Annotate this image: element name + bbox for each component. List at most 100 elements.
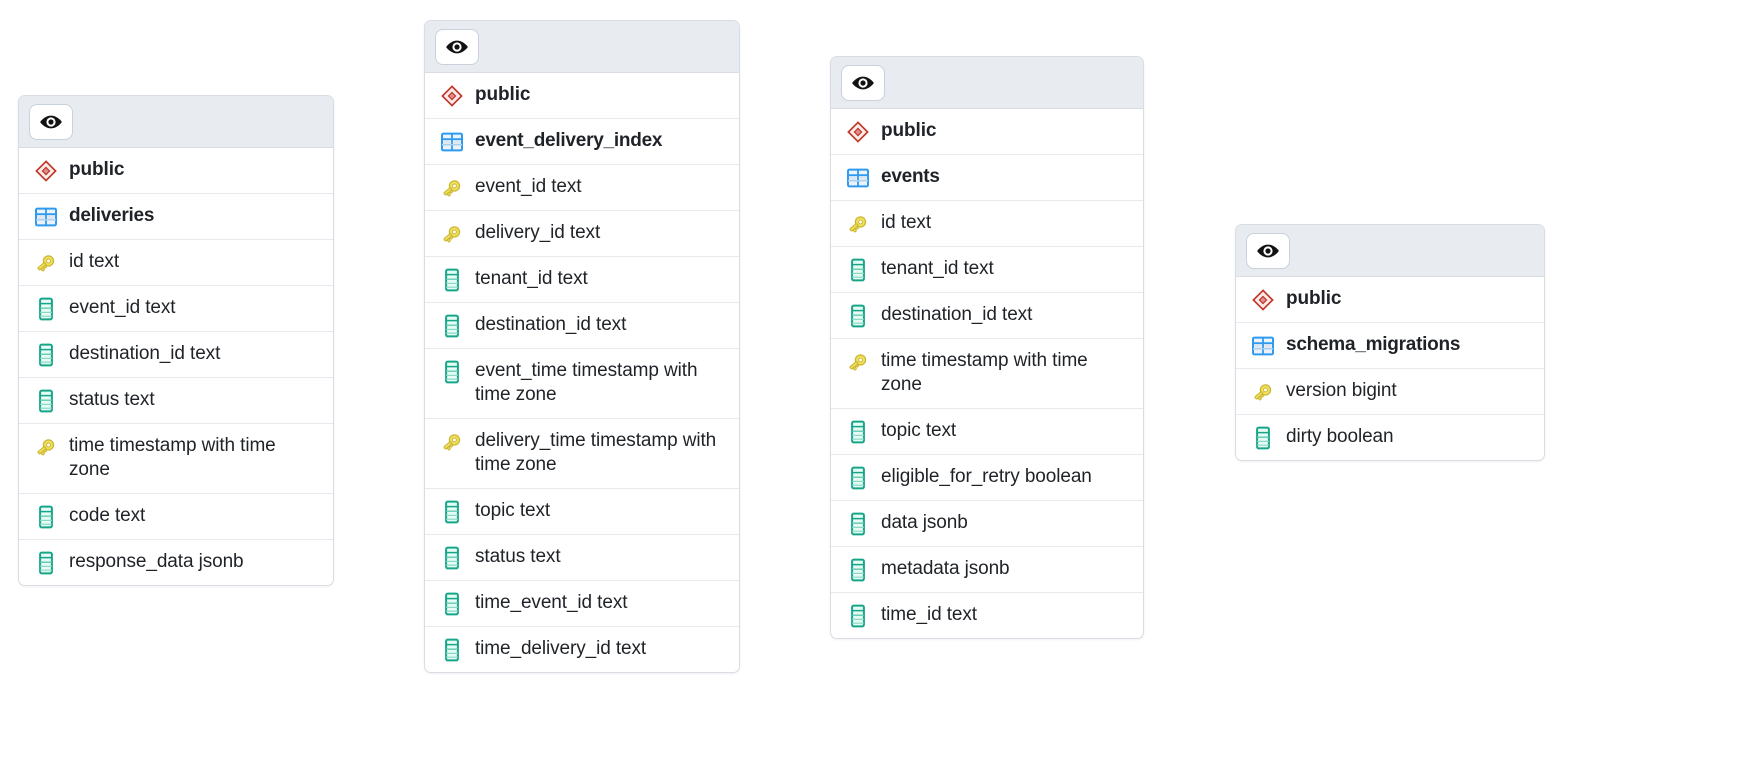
column-name-label: response_data jsonb	[69, 551, 244, 572]
visibility-toggle-button[interactable]	[1246, 232, 1290, 269]
column-row[interactable]: time_event_id text	[425, 581, 739, 627]
column-name-label: version bigint	[1286, 380, 1397, 401]
column-row[interactable]: time_delivery_id text	[425, 627, 739, 672]
column-row[interactable]: event_id text	[19, 286, 333, 332]
column-name-label: eligible_for_retry boolean	[881, 466, 1092, 487]
primary-key-column-row[interactable]: id text	[19, 240, 333, 286]
column-icon	[847, 512, 869, 536]
schema-name-label: public	[69, 159, 125, 180]
column-row[interactable]: eligible_for_retry boolean	[831, 455, 1143, 501]
column-row[interactable]: status text	[19, 378, 333, 424]
table-grid-icon	[441, 130, 463, 154]
visibility-toggle-button[interactable]	[29, 103, 73, 140]
table-grid-icon	[35, 205, 57, 229]
column-icon	[847, 420, 869, 444]
primary-key-column-row[interactable]: delivery_id text	[425, 211, 739, 257]
column-icon	[441, 500, 463, 524]
table-name-row[interactable]: schema_migrations	[1236, 323, 1544, 369]
table-name-label: event_delivery_index	[475, 130, 663, 151]
key-icon	[441, 222, 463, 246]
table-node-deliveries[interactable]: public deliveries id text	[18, 95, 334, 586]
key-icon	[847, 350, 869, 374]
column-name-label: data jsonb	[881, 512, 968, 533]
column-name-label: topic text	[881, 420, 957, 441]
schema-row[interactable]: public	[425, 73, 739, 119]
visibility-toggle-button[interactable]	[435, 28, 479, 65]
column-name-label: event_id text	[475, 176, 582, 197]
column-icon	[847, 466, 869, 490]
table-name-label: events	[881, 166, 940, 187]
key-icon	[441, 176, 463, 200]
primary-key-column-row[interactable]: event_id text	[425, 165, 739, 211]
column-icon	[847, 258, 869, 282]
column-name-label: metadata jsonb	[881, 558, 1010, 579]
schema-name-label: public	[475, 84, 531, 105]
column-row[interactable]: status text	[425, 535, 739, 581]
schema-diamond-icon	[1252, 288, 1274, 312]
column-row[interactable]: time_id text	[831, 593, 1143, 638]
column-row[interactable]: dirty boolean	[1236, 415, 1544, 460]
schema-diamond-icon	[441, 84, 463, 108]
column-name-label: destination_id text	[475, 314, 627, 335]
column-name-label: code text	[69, 505, 146, 526]
key-icon	[847, 212, 869, 236]
table-name-row[interactable]: events	[831, 155, 1143, 201]
schema-row[interactable]: public	[831, 109, 1143, 155]
column-name-label: tenant_id text	[475, 268, 588, 289]
schema-row[interactable]: public	[1236, 277, 1544, 323]
key-icon	[35, 251, 57, 275]
table-node-event_delivery_index[interactable]: public event_delivery_index event_id tex…	[424, 20, 740, 673]
column-row[interactable]: tenant_id text	[425, 257, 739, 303]
table-node-header	[831, 57, 1143, 109]
column-icon	[847, 304, 869, 328]
primary-key-column-row[interactable]: id text	[831, 201, 1143, 247]
column-icon	[35, 389, 57, 413]
primary-key-column-row[interactable]: time timestamp with time zone	[19, 424, 333, 494]
column-row[interactable]: topic text	[831, 409, 1143, 455]
schema-diamond-icon	[847, 120, 869, 144]
column-name-label: event_time timestamp with time zone	[475, 360, 698, 405]
table-node-header	[19, 96, 333, 148]
column-row[interactable]: metadata jsonb	[831, 547, 1143, 593]
table-node-header	[425, 21, 739, 73]
key-icon	[35, 435, 57, 459]
column-name-label: destination_id text	[881, 304, 1033, 325]
column-name-label: id text	[881, 212, 931, 233]
eye-icon	[1256, 239, 1280, 263]
column-row[interactable]: data jsonb	[831, 501, 1143, 547]
table-name-row[interactable]: event_delivery_index	[425, 119, 739, 165]
column-row[interactable]: event_time timestamp with time zone	[425, 349, 739, 419]
table-node-schema_migrations[interactable]: public schema_migrations version bigint	[1235, 224, 1545, 461]
table-grid-icon	[1252, 334, 1274, 358]
schema-name-label: public	[881, 120, 937, 141]
column-name-label: status text	[475, 546, 561, 567]
column-row[interactable]: destination_id text	[831, 293, 1143, 339]
primary-key-column-row[interactable]: version bigint	[1236, 369, 1544, 415]
column-row[interactable]: destination_id text	[19, 332, 333, 378]
eye-icon	[851, 71, 875, 95]
column-row[interactable]: response_data jsonb	[19, 540, 333, 585]
column-name-label: time timestamp with time zone	[881, 350, 1088, 395]
column-row[interactable]: topic text	[425, 489, 739, 535]
eye-icon	[39, 110, 63, 134]
primary-key-column-row[interactable]: time timestamp with time zone	[831, 339, 1143, 409]
key-icon	[441, 430, 463, 454]
primary-key-column-row[interactable]: delivery_time timestamp with time zone	[425, 419, 739, 489]
column-row[interactable]: tenant_id text	[831, 247, 1143, 293]
column-icon	[441, 592, 463, 616]
column-row[interactable]: code text	[19, 494, 333, 540]
column-row[interactable]: destination_id text	[425, 303, 739, 349]
table-name-label: deliveries	[69, 205, 155, 226]
table-name-row[interactable]: deliveries	[19, 194, 333, 240]
column-icon	[35, 297, 57, 321]
column-icon	[1252, 426, 1274, 450]
column-icon	[441, 314, 463, 338]
table-node-events[interactable]: public events id text	[830, 56, 1144, 639]
column-name-label: time timestamp with time zone	[69, 435, 276, 480]
visibility-toggle-button[interactable]	[841, 64, 885, 101]
column-name-label: time_delivery_id text	[475, 638, 647, 659]
schema-row[interactable]: public	[19, 148, 333, 194]
table-name-label: schema_migrations	[1286, 334, 1461, 355]
table-grid-icon	[847, 166, 869, 190]
